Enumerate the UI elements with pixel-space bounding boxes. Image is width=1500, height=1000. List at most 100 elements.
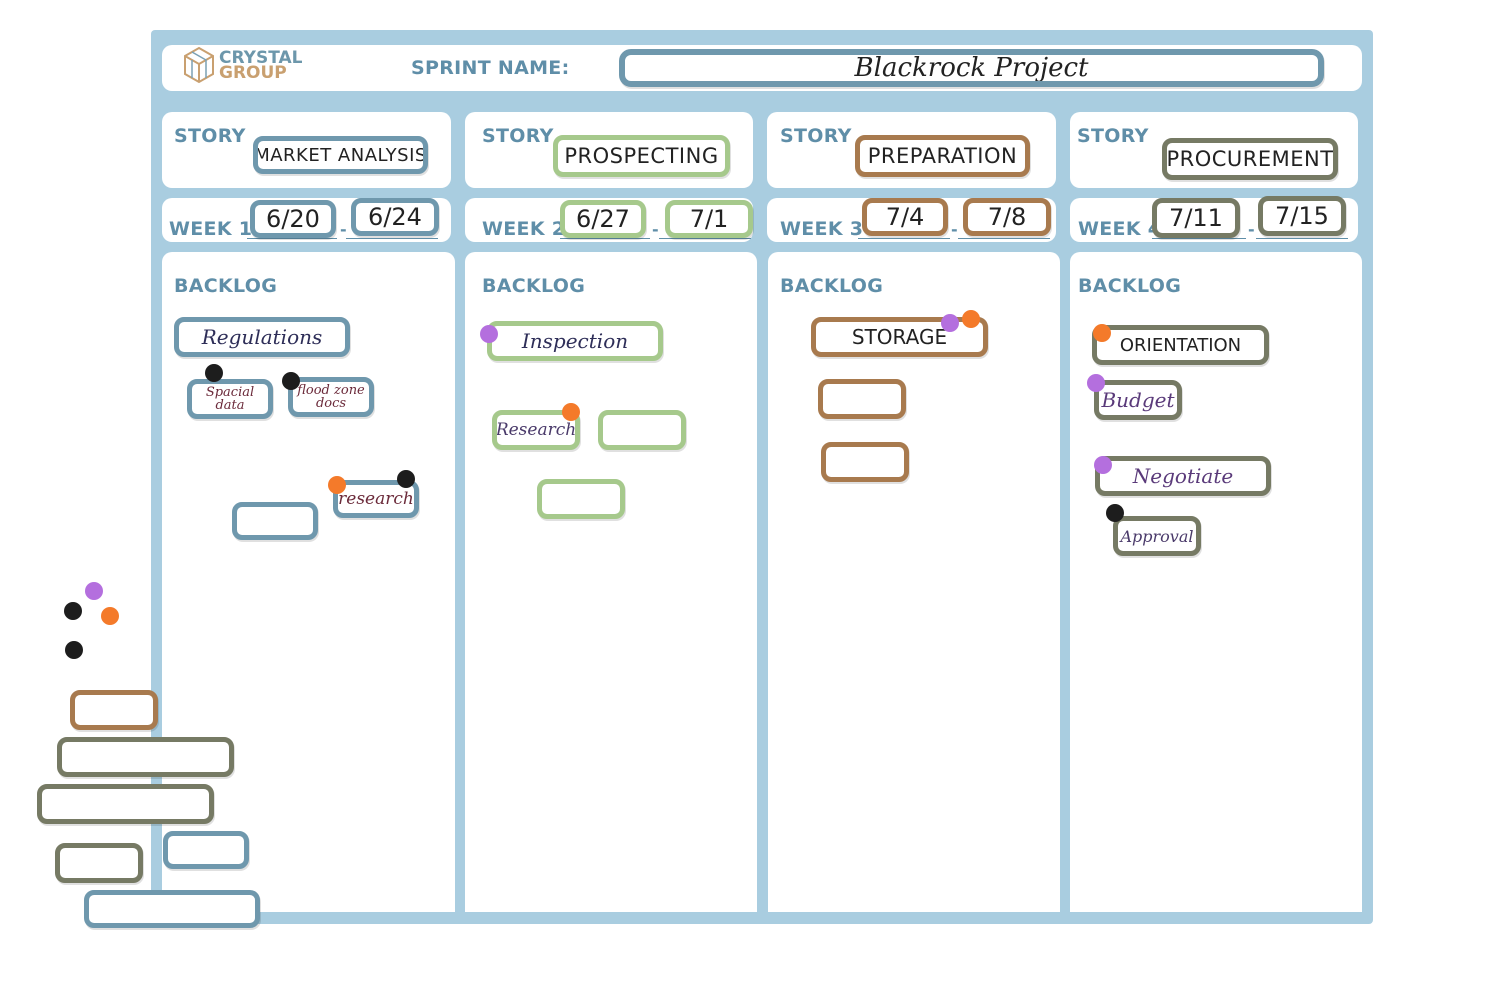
- task-card-spacial-data[interactable]: Spacial data: [187, 379, 273, 419]
- orange-magnet[interactable]: [962, 310, 980, 328]
- spare-blank-card-olive[interactable]: [57, 737, 234, 777]
- end-date-card-3[interactable]: 7/8: [963, 198, 1051, 236]
- logo-text-group: GROUP: [219, 63, 287, 83]
- start-date-card-2[interactable]: 6/27: [560, 200, 646, 238]
- week-label-2: WEEK 2: [482, 218, 566, 240]
- spare-blank-card-blue[interactable]: [163, 831, 249, 869]
- black-magnet[interactable]: [1106, 504, 1124, 522]
- spare-black-magnet[interactable]: [65, 641, 83, 659]
- task-card-inspection[interactable]: Inspection: [487, 321, 663, 361]
- story-title-3: PREPARATION: [867, 144, 1018, 168]
- orange-magnet[interactable]: [562, 403, 580, 421]
- start-date-card-4[interactable]: 7/11: [1152, 198, 1240, 238]
- spare-orange-magnet[interactable]: [101, 607, 119, 625]
- sprint-name-field[interactable]: Blackrock Project: [619, 49, 1324, 87]
- end-date-card-2[interactable]: 7/1: [665, 200, 753, 238]
- task-card-blank-3a[interactable]: [818, 379, 906, 419]
- task-card-regulations[interactable]: Regulations: [174, 317, 350, 357]
- story-title-1: MARKET ANALYSIS: [254, 144, 427, 166]
- spare-black-magnet[interactable]: [64, 602, 82, 620]
- black-magnet[interactable]: [282, 372, 300, 390]
- task-card-negotiate[interactable]: Negotiate: [1095, 456, 1271, 496]
- task-card-blank-2b[interactable]: [537, 479, 625, 519]
- task-label: flood zone docs: [297, 383, 365, 411]
- task-card-flood-zone-docs[interactable]: flood zone docs: [288, 377, 374, 417]
- task-card-approval[interactable]: Approval: [1113, 516, 1201, 556]
- backlog-label-3: BACKLOG: [780, 275, 884, 297]
- task-label: STORAGE: [851, 325, 948, 349]
- task-label: Approval: [1120, 526, 1194, 546]
- story-title-4: PROCUREMENT: [1166, 147, 1334, 171]
- orange-magnet[interactable]: [328, 476, 346, 494]
- crystal-group-logo: CRYSTAL GROUP: [182, 46, 307, 88]
- spare-blank-card-olive[interactable]: [37, 784, 214, 824]
- date-underline-1a: [247, 238, 337, 239]
- backlog-label-1: BACKLOG: [174, 275, 278, 297]
- start-date-1: 6/20: [266, 205, 320, 233]
- end-date-card-4[interactable]: 7/15: [1258, 196, 1346, 236]
- task-card-storage[interactable]: STORAGE: [811, 317, 988, 357]
- spare-blank-card-brown[interactable]: [70, 690, 158, 730]
- start-date-4: 7/11: [1169, 204, 1223, 232]
- black-magnet[interactable]: [205, 364, 223, 382]
- logo-text-crystal: CRYSTAL: [219, 48, 303, 68]
- backlog-label-2: BACKLOG: [482, 275, 586, 297]
- spare-blank-card-blue[interactable]: [84, 890, 260, 928]
- story-card-2[interactable]: PROSPECTING: [553, 135, 730, 177]
- week-label-4: WEEK 4: [1078, 218, 1162, 240]
- date-underline-2a: [560, 238, 650, 239]
- date-underline-3a: [858, 238, 950, 239]
- task-card-blank-2a[interactable]: [598, 410, 686, 450]
- task-card-orientation[interactable]: ORIENTATION: [1092, 325, 1269, 365]
- orange-magnet[interactable]: [1093, 324, 1111, 342]
- story-label-1: STORY: [174, 125, 246, 147]
- date-underline-4b: [1256, 238, 1348, 239]
- task-card-blank-1[interactable]: [232, 502, 318, 540]
- start-date-3: 7/4: [885, 203, 925, 231]
- story-card-4[interactable]: PROCUREMENT: [1162, 138, 1338, 180]
- story-title-2: PROSPECTING: [564, 144, 719, 168]
- task-label: Research: [495, 420, 577, 440]
- black-magnet[interactable]: [397, 470, 415, 488]
- backlog-label-4: BACKLOG: [1078, 275, 1182, 297]
- backlog-panel-2: [465, 252, 757, 912]
- task-label: ORIENTATION: [1119, 334, 1242, 356]
- purple-magnet[interactable]: [480, 325, 498, 343]
- purple-magnet[interactable]: [1094, 456, 1112, 474]
- end-date-4: 7/15: [1275, 202, 1329, 230]
- task-label: research: [338, 489, 414, 509]
- cube-logo-icon: [184, 46, 214, 84]
- task-label: Budget: [1101, 388, 1175, 412]
- end-date-card-1[interactable]: 6/24: [351, 198, 439, 236]
- week-label-1: WEEK 1: [169, 218, 253, 240]
- task-card-blank-3b[interactable]: [821, 442, 909, 482]
- task-label: Regulations: [201, 325, 323, 349]
- date-separator-1: -: [340, 220, 347, 239]
- date-separator-3: -: [951, 220, 958, 239]
- start-date-card-3[interactable]: 7/4: [862, 198, 948, 236]
- date-separator-4: -: [1248, 220, 1255, 239]
- sprint-name-value: Blackrock Project: [854, 53, 1089, 83]
- story-card-3[interactable]: PREPARATION: [855, 135, 1030, 177]
- date-underline-3b: [958, 238, 1050, 239]
- end-date-1: 6/24: [368, 203, 422, 231]
- date-separator-2: -: [652, 220, 659, 239]
- spare-purple-magnet[interactable]: [85, 582, 103, 600]
- task-label: Negotiate: [1132, 464, 1234, 488]
- task-label: Inspection: [521, 329, 629, 353]
- task-card-budget[interactable]: Budget: [1094, 380, 1182, 420]
- spare-blank-card-olive[interactable]: [55, 843, 143, 883]
- backlog-panel-3: [768, 252, 1060, 912]
- date-underline-4a: [1152, 238, 1246, 239]
- date-underline-1b: [346, 238, 438, 239]
- story-label-2: STORY: [482, 125, 554, 147]
- story-card-1[interactable]: MARKET ANALYSIS: [253, 136, 428, 174]
- start-date-2: 6/27: [576, 205, 630, 233]
- sprint-name-label: SPRINT NAME:: [411, 57, 570, 79]
- task-label: Spacial data: [205, 385, 255, 413]
- end-date-3: 7/8: [987, 203, 1027, 231]
- story-label-3: STORY: [780, 125, 852, 147]
- start-date-card-1[interactable]: 6/20: [250, 200, 336, 238]
- purple-magnet[interactable]: [1087, 374, 1105, 392]
- purple-magnet[interactable]: [941, 314, 959, 332]
